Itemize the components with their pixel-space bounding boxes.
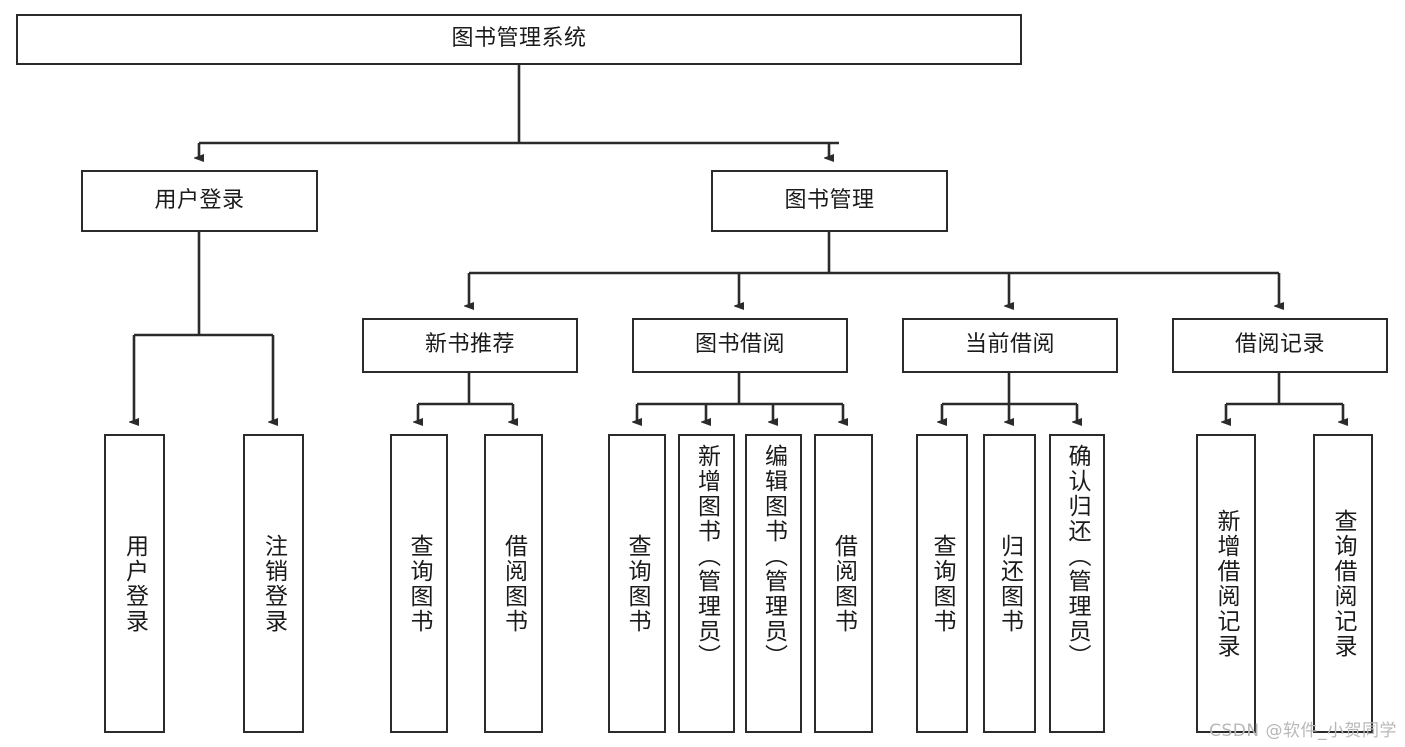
csdn-watermark: CSDN @软件_小贺同学 (1209, 721, 1397, 741)
node-user-login[interactable]: 用户登录 (81, 170, 318, 232)
leaf-borrow-books-newbook[interactable]: 借阅图书 (484, 434, 543, 733)
node-label: 借阅图书 (500, 533, 527, 634)
node-label: 新增借阅记录 (1213, 508, 1240, 659)
node-label: 图书管理 (784, 187, 875, 213)
leaf-borrow-books[interactable]: 借阅图书 (814, 434, 873, 733)
leaf-add-book-admin[interactable]: 新增图书（管理员） (678, 434, 735, 733)
leaf-query-borrow-record[interactable]: 查询借阅记录 (1313, 434, 1373, 733)
node-label: 借阅图书 (830, 533, 857, 634)
leaf-user-logout[interactable]: 注销登录 (243, 434, 304, 733)
leaf-return-books[interactable]: 归还图书 (983, 434, 1036, 733)
node-label: 查询图书 (406, 533, 433, 634)
node-label: 注销登录 (260, 533, 287, 634)
node-label: 借阅记录 (1234, 332, 1325, 358)
node-label: 编辑图书（管理员） (760, 444, 787, 669)
node-label: 当前借阅 (964, 332, 1055, 358)
node-new-book-recommend[interactable]: 新书推荐 (362, 318, 578, 373)
leaf-query-books-current[interactable]: 查询图书 (916, 434, 968, 733)
node-label: 图书借阅 (694, 332, 785, 358)
node-label: 图书管理系统 (451, 26, 587, 52)
node-label: 新书推荐 (424, 332, 515, 358)
node-borrow-records[interactable]: 借阅记录 (1172, 318, 1388, 373)
node-label: 用户登录 (154, 187, 245, 213)
leaf-query-books-borrow[interactable]: 查询图书 (608, 434, 666, 733)
node-book-management[interactable]: 图书管理 (711, 170, 948, 232)
node-label: 查询图书 (929, 533, 956, 634)
node-label: 归还图书 (996, 533, 1023, 634)
node-label: 查询借阅记录 (1330, 508, 1357, 659)
node-book-borrow[interactable]: 图书借阅 (632, 318, 848, 373)
node-label: 确认归还（管理员） (1064, 444, 1091, 669)
node-label: 用户登录 (121, 533, 148, 634)
leaf-edit-book-admin[interactable]: 编辑图书（管理员） (745, 434, 802, 733)
node-label: 查询图书 (624, 533, 651, 634)
leaf-query-books-newbook[interactable]: 查询图书 (390, 434, 448, 733)
node-label: 新增图书（管理员） (693, 444, 720, 669)
node-root[interactable]: 图书管理系统 (16, 14, 1022, 65)
leaf-confirm-return-admin[interactable]: 确认归还（管理员） (1049, 434, 1105, 733)
leaf-user-login[interactable]: 用户登录 (104, 434, 165, 733)
leaf-add-borrow-record[interactable]: 新增借阅记录 (1196, 434, 1256, 733)
node-current-borrow[interactable]: 当前借阅 (902, 318, 1118, 373)
